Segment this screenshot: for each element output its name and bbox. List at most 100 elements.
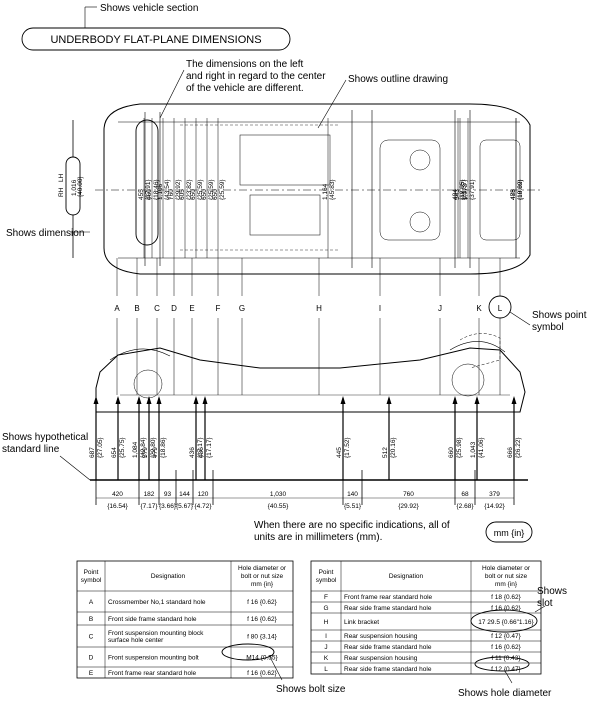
table-size-cell: f 12 {0.47} [491,633,521,640]
leader-line [59,455,91,481]
rh-label: RH [58,187,65,197]
height-arrow-icon [511,396,517,404]
height-dimension-in: {17.17} [206,437,213,458]
horizontal-dimension-value: 1,030 [270,491,287,498]
center-note-line-3: of the vehicle are different. [186,83,304,94]
height-dimension-value: 687 [89,447,96,458]
horizontal-dimension-in: {5.67} [176,503,194,510]
top-dimension-value: 485 [510,189,517,200]
height-arrow-icon [386,396,392,404]
point-symbol-label: E [189,304,194,313]
table-size-cell: 17 29.5 {0.66"1.16} [478,619,534,626]
height-dimension-value: 660 [448,447,455,458]
table-symbol-cell: C [89,634,94,641]
height-dimension-in: {41.06} [478,437,485,458]
horizontal-dimension-in: {3.66} [159,503,177,510]
horizontal-dimension-in: {5.51} [344,503,362,510]
top-dimension-value: 650 [190,189,197,200]
side-view-outline [95,333,526,413]
height-dimension-value: 445 [336,447,343,458]
height-arrow-icon [474,396,480,404]
units-note-line-2: units are in millimeters (mm). [254,532,382,543]
top-dimension-in: {18.46} [153,179,160,200]
top-dimension-in: {25.59} [197,179,204,200]
height-arrow-icon [193,396,199,404]
top-dimension-in: {17.91} [145,179,152,200]
top-dimension-in: {19.09} [517,179,524,200]
table-symbol-cell: L [324,666,328,673]
point-symbol-label: G [239,304,245,313]
point-symbol-callout-line-1: Shows point [532,310,587,321]
table-size-cell: f 12 {0.47} [491,666,521,673]
asymmetric-dimension-oval [135,119,159,246]
table-size-cell: f 16 {0.62} [491,644,521,651]
center-note-line-1: The dimensions on the left [186,59,304,70]
height-dimension-in: {17.17} [197,437,204,458]
leader-line [159,69,185,119]
table-border [310,560,542,675]
horizontal-dimension-value: 760 [403,491,414,498]
table-designation-cell: Rear side frame standard hole [344,666,432,673]
height-dimension-value: 436 [189,447,196,458]
height-dimension-value: 436 [198,447,205,458]
point-symbol-label: J [438,304,442,313]
top-dimension-value: 478 [510,189,517,200]
top-dimension-in: {45.83} [329,179,336,200]
table-header-cell: Designation [151,573,186,580]
height-dimension-in: {26.22} [515,437,522,458]
height-arrow-icon [146,396,152,404]
point-symbol-circle [488,295,512,319]
table-designation-cell: Front frame rear standard hole [344,594,433,601]
table-symbol-cell: I [325,633,327,640]
slot-callout: Shows [537,586,567,597]
table-size-cell: f 16 {0.62} [247,670,277,677]
height-dimension-value: 666 [507,447,514,458]
leader-line [269,656,283,681]
horizontal-dimension-value: 182 [144,491,155,498]
table-symbol-cell: B [89,616,93,623]
table-symbol-cell: K [324,655,329,662]
top-dimension-in: {25.59} [208,179,215,200]
horizontal-dimension-value: 120 [198,491,209,498]
horizontal-dimension-value: 379 [489,491,500,498]
lh-label: LH [58,173,65,182]
table-size-cell: f 16 {0.62} [247,599,277,606]
point-symbol-callout-line-2: symbol [532,322,564,333]
table-designation-cell: Rear side frame standard hole [344,644,432,651]
height-arrow-icon [136,396,142,404]
dimension-callout: Shows dimension [6,228,84,239]
top-dimension-in: {25.59} [219,179,226,200]
height-dimension-value: 579 [142,447,149,458]
vehicle-section-callout: Shows vehicle section [100,3,198,14]
height-dimension-group: 687{27.05}654{25.75}1,084{42.84}579{22.8… [89,396,522,480]
rh-lh-dimension-in: {40.00} [77,176,84,197]
hypothetical-callout-line-1: Shows hypothetical [2,432,88,443]
top-dimension-value: 650 [201,189,208,200]
top-dimension-in: {29.92} [175,179,182,200]
top-dimension-in: {37.91} [469,179,476,200]
height-arrow-icon [93,396,99,404]
horizontal-dimension-in: {29.92} [398,503,419,510]
top-dimension-value: 484 [452,189,459,200]
horizontal-dimension-in: {7.17} [141,503,159,510]
table-designation-cell: Front suspension mounting bolt [108,655,199,662]
top-dimension-value: 455 [138,189,145,200]
top-dimension-value: 1,073 [462,183,469,200]
height-arrow-icon [156,396,162,404]
top-dimension-group: 455{17.91}469{18.46}1,106{43.54}760{29.9… [138,118,524,258]
table-designation-cell: Rear side frame standard hole [344,605,432,612]
table-symbol-cell: F [324,594,328,601]
height-dimension-value: 654 [111,447,118,458]
top-dimension-in: {18.82} [517,179,524,200]
leader-line [534,605,546,613]
rh-lh-dimension: 1,016 [71,179,78,196]
point-symbol-label: K [476,304,482,313]
leader-line [509,311,531,326]
